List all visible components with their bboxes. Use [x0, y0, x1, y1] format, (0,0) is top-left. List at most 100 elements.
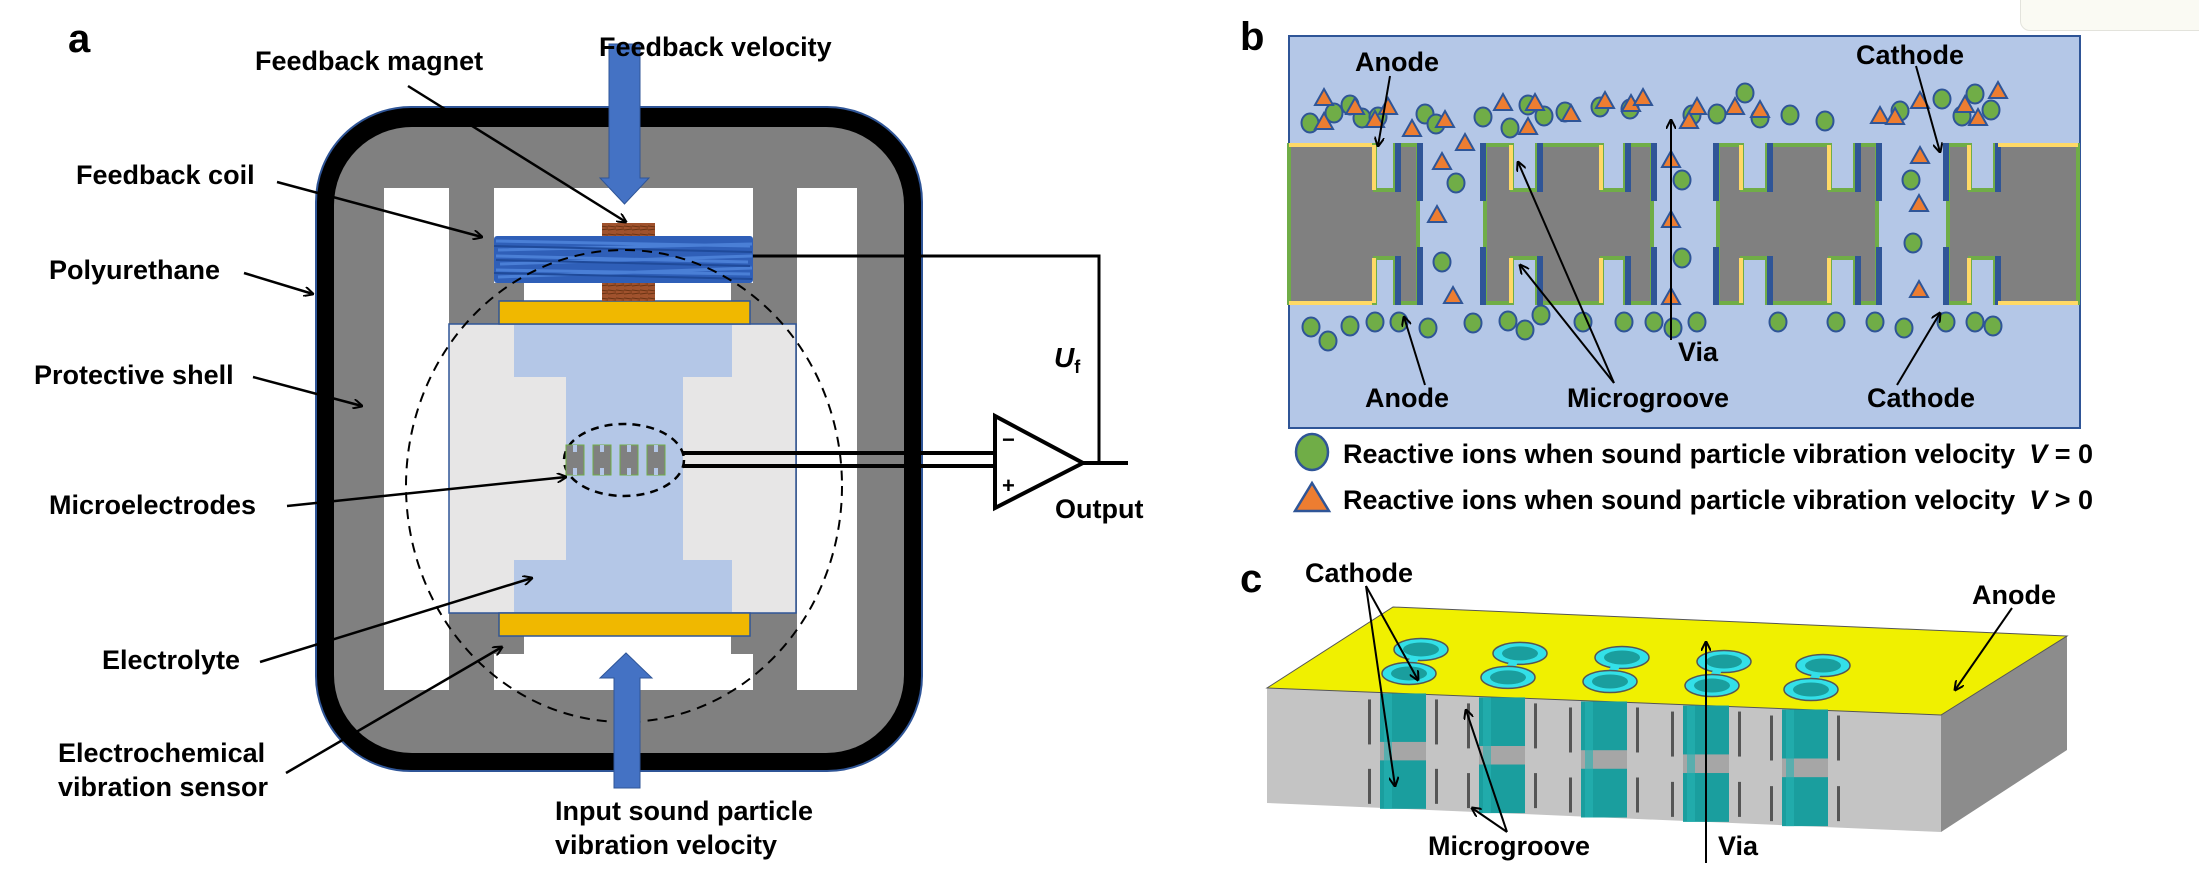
ion-circle [1500, 117, 1520, 139]
ion-triangle [1517, 115, 1539, 135]
ion-circle [1301, 316, 1321, 338]
label-polyurethane: Polyurethane [49, 255, 220, 285]
microgroove-slit [1435, 699, 1438, 745]
panel-c-leaders [1365, 585, 2013, 863]
cathode-strip [1417, 143, 1423, 201]
ion-circle [1707, 103, 1727, 125]
right-slot [797, 188, 857, 690]
leader-microgroove-2 [1520, 265, 1615, 384]
ion-circle [1515, 319, 1535, 341]
ion-circle [1531, 304, 1551, 326]
ion-circle [1463, 312, 1483, 334]
ion-triangle [1632, 86, 1654, 106]
label-output: Output [1055, 494, 1143, 524]
cathode-strip [1395, 143, 1401, 192]
ion-triangle [1442, 284, 1464, 304]
ion-circle [1894, 317, 1914, 339]
ion-triangle [1313, 86, 1335, 106]
ion-triangle [1560, 102, 1582, 122]
top-via [1403, 642, 1439, 657]
block-right-face [1941, 636, 2067, 832]
ion-circle [1932, 88, 1952, 110]
cathode-strip [1713, 143, 1719, 201]
top-via [1706, 654, 1742, 669]
anode-strip [1967, 145, 1971, 190]
ion-triangle [1344, 95, 1366, 115]
ion-triangle [1594, 89, 1616, 109]
via-columns [1368, 637, 1851, 827]
label-uf: Uf [1054, 342, 1081, 377]
microgroove-slit [1569, 777, 1572, 813]
microgroove-slit [1671, 711, 1674, 757]
ion-circle [1826, 311, 1846, 333]
feedback-wire [753, 254, 1101, 463]
leader-c-cathode-1 [1365, 585, 1418, 680]
label-protective-shell: Protective shell [34, 360, 234, 390]
ion-triangle [1364, 108, 1386, 128]
ion-triangle [1749, 98, 1771, 118]
ion-circle [1965, 83, 1985, 105]
leader-sensor [285, 647, 502, 775]
ion-circle [1446, 172, 1466, 194]
leader-anode-bottom [1404, 317, 1426, 386]
microgroove-slit [1636, 777, 1639, 813]
top-via [1391, 666, 1427, 681]
legend: Reactive ions when sound particle vibrat… [1292, 432, 2093, 515]
top-via [1604, 650, 1640, 665]
feedback-coil [493, 236, 753, 283]
microgroove-slit [1837, 786, 1840, 822]
top-via [1592, 674, 1628, 689]
cathode-strip [1943, 143, 1949, 201]
ion-triangle [1678, 109, 1700, 129]
anode-strip [1599, 145, 1603, 190]
microgroove-slit [1671, 781, 1674, 817]
ion-triangle [1454, 131, 1476, 151]
ion-circle [1936, 311, 1956, 333]
cathode-strip [1876, 247, 1882, 305]
ion-circle [1614, 311, 1634, 333]
leader-anode-top [1378, 75, 1391, 146]
cathode-strip [1995, 256, 2001, 305]
top-gold-plate [498, 300, 751, 325]
cathode-strip [1876, 143, 1882, 201]
microgroove-slit [1837, 715, 1840, 761]
ion-circle [1644, 311, 1664, 333]
ion-circle [1534, 105, 1554, 127]
ion-circle [1768, 311, 1788, 333]
via-highlight [1384, 693, 1392, 809]
panel-b: b Anode Cathode Anode Microgroove Cathod… [1240, 15, 2093, 515]
microgroove-slit [1534, 773, 1537, 809]
anode-strip [1372, 258, 1376, 303]
ion-triangle [1492, 91, 1514, 111]
legend-item-1: Reactive ions when sound particle vibrat… [1343, 439, 2093, 469]
microgroove-slit [1534, 703, 1537, 749]
label-c-cathode: Cathode [1305, 558, 1413, 588]
leader-microgroove-1 [1518, 162, 1615, 384]
label-b-microgroove: Microgroove [1567, 383, 1729, 413]
label-input-line2: vibration velocity [555, 830, 777, 860]
leader-c-microgroove-1 [1466, 710, 1508, 833]
cathode-strip [1537, 143, 1543, 192]
cathode-strip [1537, 256, 1543, 305]
cathode-strip [1943, 247, 1949, 305]
ion-triangle [1954, 93, 1976, 113]
label-b-anode-bottom: Anode [1365, 383, 1449, 413]
ion-triangle [1908, 278, 1930, 298]
cathode-strip [1995, 143, 2001, 192]
microgroove-slit [1569, 707, 1572, 753]
anode-strip [1967, 258, 1971, 303]
ion-circle [1418, 317, 1438, 339]
panel-a: a [34, 17, 1143, 860]
ion-triangle [1686, 95, 1708, 115]
label-b-cathode-top: Cathode [1856, 40, 1964, 70]
cathode-strip [1625, 143, 1631, 192]
leader-microelectrodes [286, 477, 566, 508]
via-highlight [1585, 701, 1593, 818]
legend-item-2: Reactive ions when sound particle vibrat… [1343, 485, 2093, 515]
microgroove-slit [1435, 768, 1438, 804]
ion-circle [1903, 232, 1923, 254]
ion-triangle [1524, 91, 1546, 111]
label-b-anode-top: Anode [1355, 47, 1439, 77]
ion-circle [1672, 247, 1692, 269]
